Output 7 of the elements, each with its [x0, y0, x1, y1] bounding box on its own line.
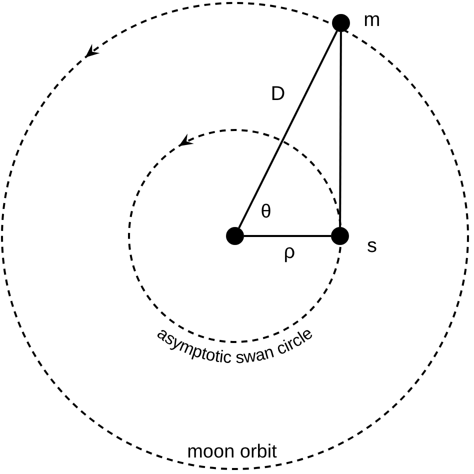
- connector-line: [339, 32, 342, 227]
- connector-line: [238, 30, 338, 228]
- point-label: s: [367, 236, 377, 256]
- angle-label: θ: [260, 202, 272, 222]
- point-label: m: [364, 10, 380, 30]
- connector-line: [244, 235, 331, 237]
- orbit-label: moon orbit: [187, 442, 277, 462]
